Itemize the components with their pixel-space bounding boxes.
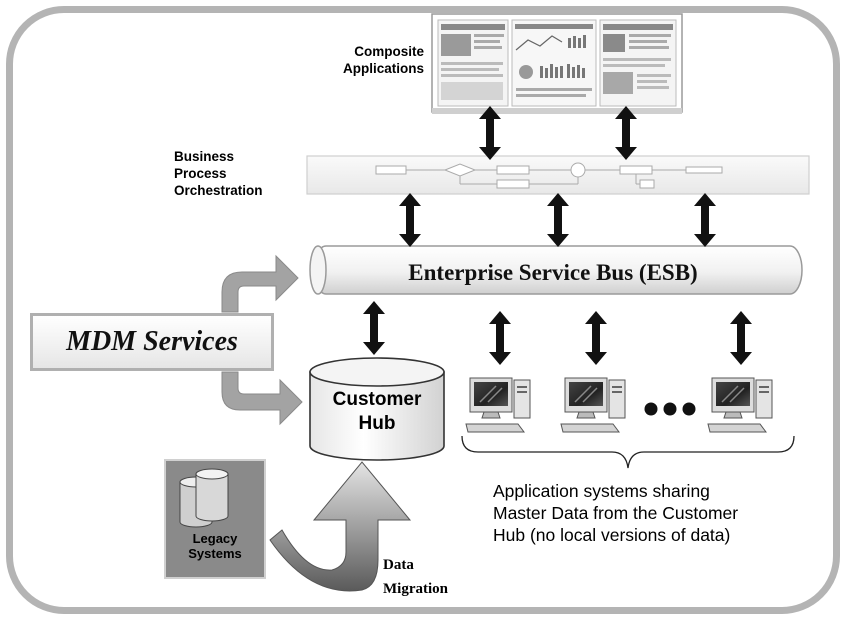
bpo-label-line-2: Process (174, 166, 227, 181)
desktop-computer-icon (707, 377, 773, 433)
customer-hub-label: Customer Hub (310, 388, 444, 436)
app-caption-line-3: Hub (no local versions of data) (493, 525, 731, 545)
bpo-label-line-1: Business (174, 149, 235, 164)
business-process-orchestration-label: Business Process Orchestration (174, 148, 263, 199)
mdm-flow-arrows (221, 254, 303, 426)
hub-label-line-2: Hub (358, 413, 396, 434)
composite-applications-label: Composite Applications (316, 43, 424, 77)
composite-label-line-2: Applications (342, 61, 424, 76)
connector-arrows (363, 106, 752, 365)
application-systems-caption: Application systems sharing Master Data … (493, 480, 813, 546)
dm-label-line-2: Migration (383, 581, 448, 597)
legacy-label-line-1: Legacy (192, 531, 238, 546)
app-caption-line-1: Application systems sharing (493, 481, 710, 501)
composite-label-line-1: Composite (354, 44, 424, 59)
diagram-frame (6, 6, 840, 614)
data-migration-label: Data Migration (383, 553, 448, 601)
bpo-label-line-3: Orchestration (174, 183, 263, 198)
composite-screens-icon (431, 13, 683, 114)
mdm-services-box: MDM Services (30, 313, 274, 371)
more-systems-dots (644, 402, 696, 416)
legacy-label-line-2: Systems (188, 546, 242, 561)
hub-label-line-1: Customer (332, 389, 422, 410)
esb-label: Enterprise Service Bus (ESB) (408, 260, 698, 285)
data-migration-arrow (269, 461, 412, 592)
dm-label-line-1: Data (383, 557, 414, 573)
desktop-computer-icon (465, 377, 531, 433)
customer-hub-cylinder (309, 357, 445, 461)
systems-bracket (461, 435, 795, 469)
esb-bus (309, 245, 803, 295)
legacy-systems-label: Legacy Systems (166, 531, 264, 561)
app-caption-line-2: Master Data from the Customer (493, 503, 739, 523)
workflow-diagram-icon (306, 155, 810, 195)
database-stack-icon (164, 459, 266, 579)
desktop-computer-icon (560, 377, 626, 433)
